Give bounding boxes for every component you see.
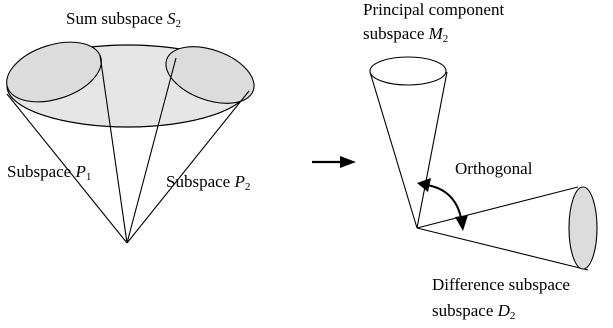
sum-subspace-label: Sum subspace S2 <box>66 9 182 30</box>
p2-inner-edge <box>126 57 177 244</box>
difference-subspace-cone <box>416 186 598 271</box>
p2-subspace-label: Subspace P2 <box>166 172 251 193</box>
transform-arrow <box>312 156 356 168</box>
orthogonal-arc-arrow <box>417 178 468 231</box>
p2-cone-top <box>165 46 255 104</box>
outer-edge-right <box>126 90 250 244</box>
p1-inner-edge <box>99 54 128 244</box>
pc-label-line2: subspace M2 <box>363 24 449 45</box>
difference-label-line1: Difference subspace <box>432 275 570 294</box>
pc-label-line1: Principal component <box>363 0 505 19</box>
sum-subspace-cone <box>6 41 255 244</box>
difference-label-line2: subspace D2 <box>432 301 516 322</box>
outer-edge-left <box>6 93 128 244</box>
principal-component-cone <box>369 56 448 229</box>
pc-cone-top <box>369 56 447 86</box>
orthogonal-label: Orthogonal <box>455 159 533 178</box>
diff-cone-top <box>568 186 598 270</box>
p1-subspace-label: Subspace P1 <box>7 162 92 183</box>
